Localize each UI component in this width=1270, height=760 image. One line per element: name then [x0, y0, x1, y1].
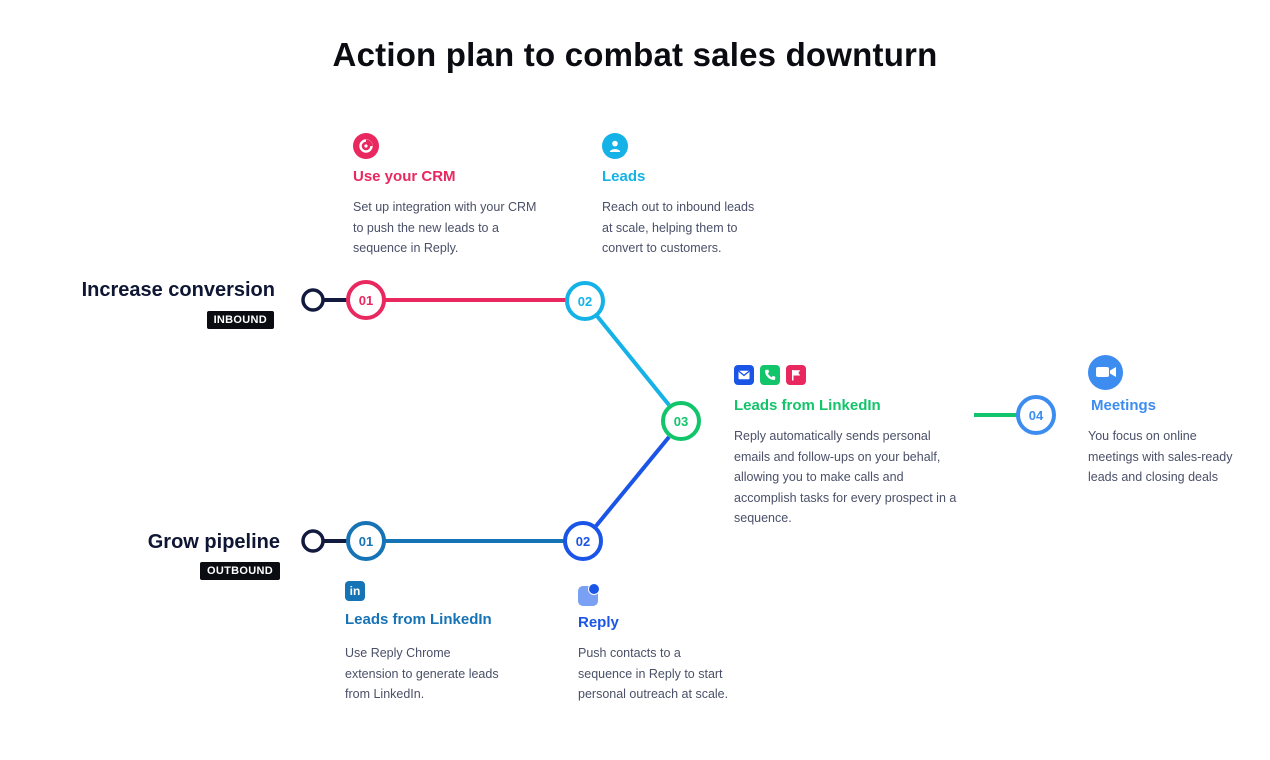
- video-camera-icon: [1088, 354, 1123, 390]
- shared-node-03-label: 03: [673, 414, 689, 429]
- inbound-link-02-03: [595, 314, 671, 407]
- shared-node-03: [661, 401, 701, 441]
- linkedin-source-text: Use Reply Chrome extension to generate l…: [345, 646, 499, 701]
- crm-card-title: Use your CRM: [353, 168, 456, 185]
- inbound-track-title: Increase conversion: [81, 279, 275, 301]
- meetings-card-title: Meetings: [1091, 397, 1157, 414]
- inbound-node-02-label: 02: [577, 294, 593, 309]
- inbound-badge: INBOUND: [206, 311, 274, 329]
- outbound-start-node: [301, 529, 325, 553]
- flag-icon: [786, 365, 806, 385]
- linkedin-source-card: in Leads from LinkedIn Use Reply Chrome …: [345, 580, 505, 705]
- final-node-04-label: 04: [1028, 408, 1044, 423]
- inbound-start-node: [301, 288, 325, 312]
- leads-from-linkedin-step-card: Leads from LinkedIn Reply automatically …: [734, 363, 966, 529]
- linkedin-icon-text: in: [349, 584, 361, 598]
- crm-card-text: Set up integration with your CRM to push…: [353, 200, 537, 255]
- email-icon: [734, 365, 754, 385]
- leads-from-linkedin-step-title: Leads from LinkedIn: [734, 397, 881, 414]
- linkedin-source-title: Leads from LinkedIn: [345, 611, 492, 628]
- outbound-badge: OUTBOUND: [200, 562, 280, 580]
- inbound-node-02: [565, 281, 605, 321]
- reply-card-title: Reply: [578, 614, 619, 631]
- leads-card-text: Reach out to inbound leads at scale, hel…: [602, 200, 755, 255]
- phone-icon: [760, 365, 780, 385]
- outbound-link-02-03: [594, 435, 671, 528]
- linkedin-icon: in: [345, 581, 365, 601]
- crm-card: Use your CRM Set up integration with you…: [353, 133, 548, 259]
- page-title: Action plan to combat sales downturn: [332, 36, 938, 73]
- final-node-04: [1016, 395, 1056, 435]
- outbound-track-title: Grow pipeline: [147, 531, 280, 553]
- meetings-card-text: You focus on online meetings with sales-…: [1088, 429, 1233, 484]
- outbound-node-02: [563, 521, 603, 561]
- leads-card: Leads Reach out to inbound leads at scal…: [602, 133, 767, 259]
- outbound-node-02-label: 02: [575, 534, 591, 549]
- user-icon: [602, 133, 628, 159]
- outbound-node-01-label: 01: [358, 534, 374, 549]
- reply-card: Reply Push contacts to a sequence in Rep…: [578, 582, 738, 705]
- reply-app-icon: [578, 583, 600, 606]
- leads-from-linkedin-step-text: Reply automatically sends personal email…: [734, 429, 957, 525]
- inbound-node-01-label: 01: [358, 293, 374, 308]
- crm-logo-icon: [353, 133, 379, 159]
- leads-card-title: Leads: [602, 168, 646, 185]
- outbound-node-01: [346, 521, 386, 561]
- meetings-card: Meetings You focus on online meetings wi…: [1088, 354, 1248, 488]
- reply-card-text: Push contacts to a sequence in Reply to …: [578, 646, 729, 701]
- inbound-node-01: [346, 280, 386, 320]
